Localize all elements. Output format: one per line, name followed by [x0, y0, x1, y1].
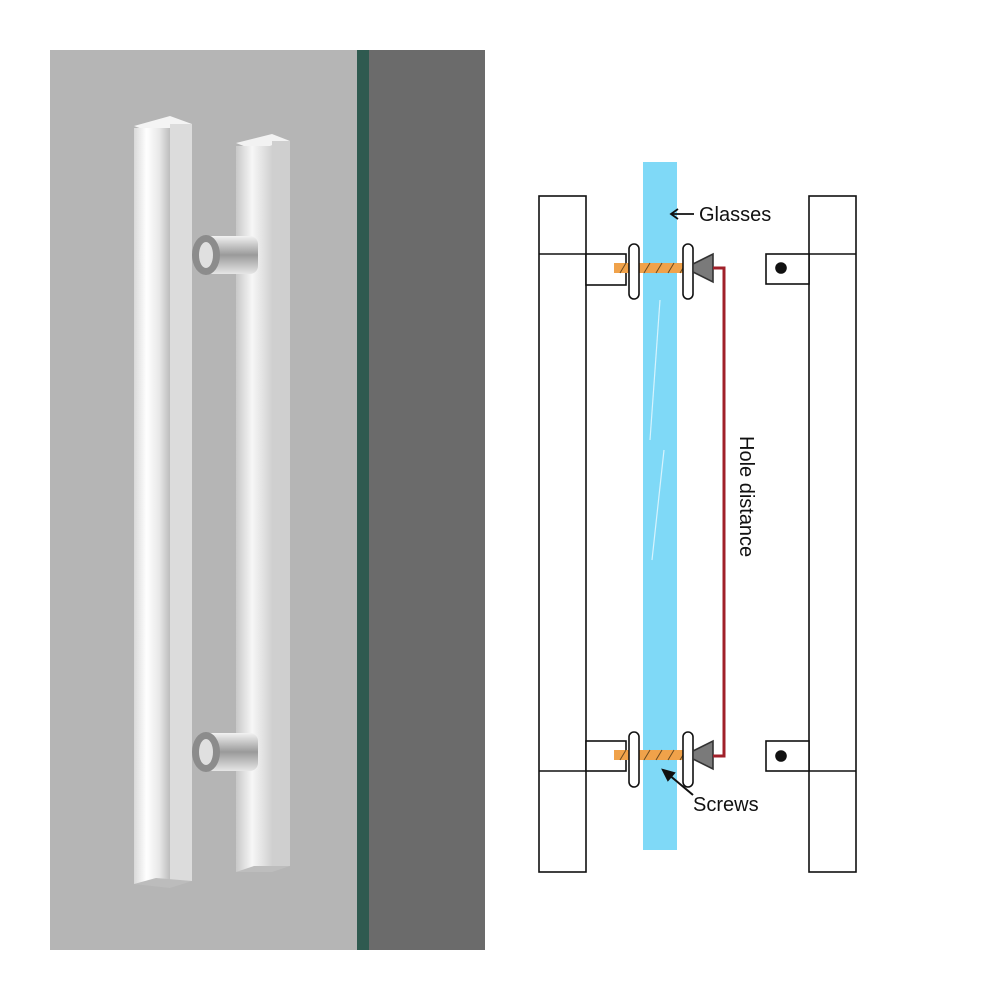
hole-distance-line: [713, 266, 726, 758]
screw-assembly-bottom: [614, 731, 714, 788]
screw-assembly-top: [614, 243, 714, 300]
screws-arrow: [661, 768, 694, 796]
standoff-top: [192, 235, 258, 275]
washer-top-left: [628, 243, 640, 300]
washer-top-right: [682, 243, 694, 300]
washer-bottom-left: [628, 731, 640, 788]
glasses-arrow: [669, 208, 694, 220]
door-panel: [50, 50, 360, 950]
screw-cap-top: [692, 252, 714, 284]
mounting-hole-top: [775, 262, 787, 274]
glass-glare-2: [651, 449, 665, 561]
label-screws: Screws: [693, 794, 759, 816]
screw-shaft-top: [614, 263, 696, 273]
product-photo: [50, 50, 485, 950]
glass-panel: [643, 162, 677, 850]
installation-diagram: [538, 162, 857, 873]
handle-left-outline: [538, 195, 627, 873]
glass-glare: [649, 299, 661, 441]
screw-shaft-bottom: [614, 750, 696, 760]
mounting-hole-bottom: [775, 750, 787, 762]
door-dark-panel: [369, 50, 485, 950]
standoff-bottom: [192, 732, 258, 772]
washer-bottom-right: [682, 731, 694, 788]
label-glasses: Glasses: [699, 204, 771, 226]
handle-front-bar: [134, 116, 192, 888]
handle-right-outline: [765, 195, 857, 873]
screw-cap-bottom: [692, 739, 714, 771]
label-hole-distance: Hole distance: [735, 436, 757, 557]
glass-door-edge: [357, 50, 369, 950]
